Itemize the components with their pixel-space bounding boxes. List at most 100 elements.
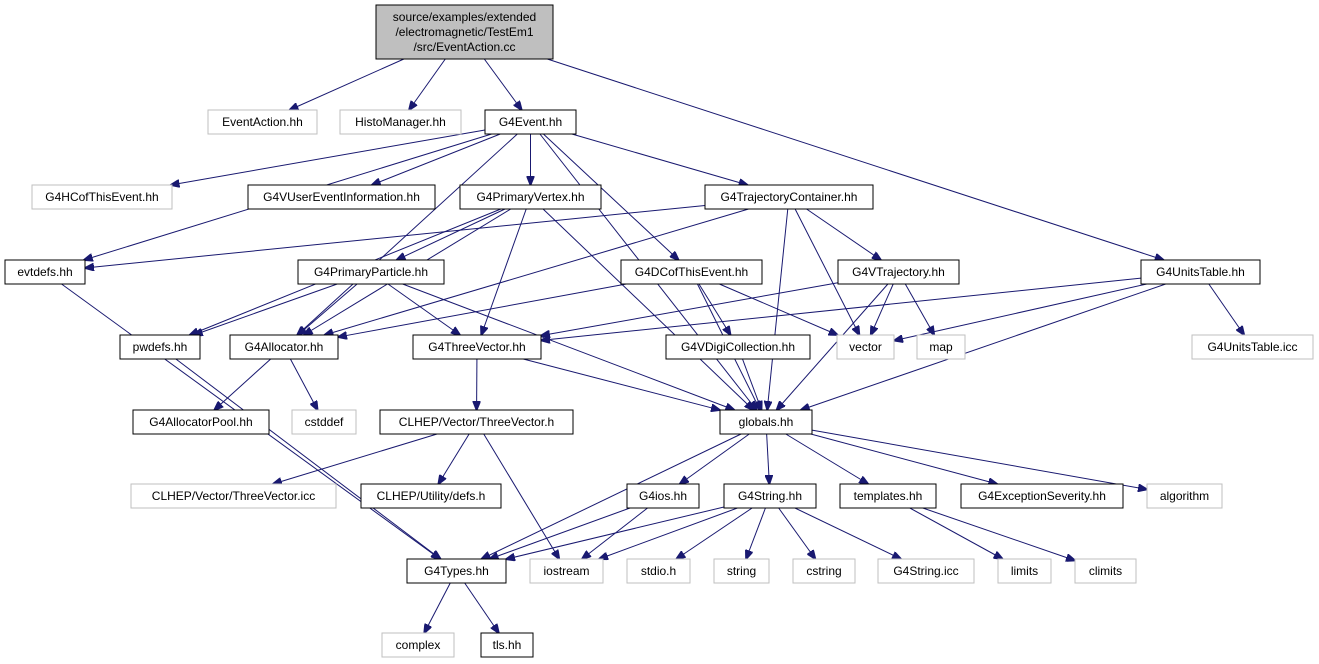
- node-stricc: G4String.icc: [877, 558, 975, 584]
- node-label-clhepdefs: CLHEP/Utility/defs.h: [377, 489, 486, 503]
- node-trajc[interactable]: G4TrajectoryContainer.hh: [704, 184, 874, 210]
- node-units[interactable]: G4UnitsTable.hh: [1140, 259, 1261, 285]
- node-box-climits: [1074, 558, 1137, 584]
- node-templ[interactable]: templates.hh: [839, 483, 937, 509]
- node-box-pvtx: [459, 184, 602, 210]
- node-clhepdefs[interactable]: CLHEP/Utility/defs.h: [360, 483, 502, 509]
- node-label-excsev: G4ExceptionSeverity.hh: [978, 489, 1106, 503]
- edge-trajc-to-evtdefs: [85, 204, 706, 268]
- node-evact: EventAction.hh: [207, 109, 318, 135]
- node-box-hcof: [31, 184, 173, 210]
- node-excsev[interactable]: G4ExceptionSeverity.hh: [960, 483, 1124, 509]
- edge-globals-to-types: [481, 433, 742, 559]
- edge-dcof-to-vector: [719, 283, 837, 335]
- node-box-templ: [839, 483, 937, 509]
- node-label-evact: EventAction.hh: [222, 115, 303, 129]
- edge-vtraj-to-vector: [871, 283, 894, 335]
- node-label-limits: limits: [1011, 564, 1038, 578]
- node-box-histo: [339, 109, 462, 135]
- node-types[interactable]: G4Types.hh: [406, 558, 507, 584]
- node-algo: algorithm: [1146, 483, 1223, 509]
- node-label-clhep3: CLHEP/Vector/ThreeVector.h: [399, 415, 554, 429]
- edge-globals-to-g4str: [767, 433, 770, 484]
- node-box-vtraj: [837, 259, 960, 285]
- node-tls[interactable]: tls.hh: [480, 632, 534, 658]
- edge-pvtx-to-globals: [542, 208, 753, 410]
- edge-root-to-g4event: [483, 58, 521, 110]
- node-g4str[interactable]: G4String.hh: [723, 483, 817, 509]
- node-label-vector: vector: [849, 340, 882, 354]
- edge-units-to-vector: [894, 283, 1148, 341]
- edge-g4str-to-string: [746, 507, 766, 559]
- edge-ppart-to-three: [387, 283, 460, 335]
- node-label-stdio: stdio.h: [641, 564, 676, 578]
- edge-templ-to-limits: [909, 507, 1003, 559]
- node-apool[interactable]: G4AllocatorPool.hh: [132, 409, 270, 435]
- edge-templ-to-climits: [922, 507, 1075, 560]
- node-g4event[interactable]: G4Event.hh: [484, 109, 577, 135]
- node-box-globals: [719, 409, 813, 435]
- node-globals[interactable]: globals.hh: [719, 409, 813, 435]
- node-label-three: G4ThreeVector.hh: [428, 340, 525, 354]
- edge-trajc-to-vector: [794, 208, 859, 335]
- node-box-trajc: [704, 184, 874, 210]
- edge-globals-to-excsev: [810, 433, 997, 484]
- node-box-apool: [132, 409, 270, 435]
- edge-vtraj-to-globals: [777, 283, 889, 410]
- edge-alloc-to-cstddef: [289, 358, 317, 410]
- node-pvtx[interactable]: G4PrimaryVertex.hh: [459, 184, 602, 210]
- node-label-pwdefs: pwdefs.hh: [133, 340, 188, 354]
- edge-g4str-to-iostream: [599, 507, 738, 559]
- node-box-three: [412, 334, 542, 360]
- edge-ppart-to-alloc: [298, 283, 358, 335]
- node-box-evtdefs: [4, 259, 86, 285]
- node-climits: climits: [1074, 558, 1137, 584]
- node-label-string: string: [727, 564, 756, 578]
- node-iostream: iostream: [529, 558, 604, 584]
- node-three[interactable]: G4ThreeVector.hh: [412, 334, 542, 360]
- node-box-iostream: [529, 558, 604, 584]
- node-dcof[interactable]: G4DCofThisEvent.hh: [620, 259, 763, 285]
- edge-trajc-to-vtraj: [806, 208, 881, 260]
- node-stdio: stdio.h: [626, 558, 691, 584]
- node-clhep3[interactable]: CLHEP/Vector/ThreeVector.h: [379, 409, 574, 435]
- node-label-pvtx: G4PrimaryVertex.hh: [476, 190, 584, 204]
- edge-units-to-three: [541, 277, 1142, 340]
- edge-units-to-unitsicc: [1208, 283, 1244, 335]
- edge-ppart-to-globals: [402, 283, 735, 410]
- node-label-vtraj: G4VTrajectory.hh: [852, 265, 945, 279]
- edge-g4event-to-dcof: [543, 133, 678, 260]
- node-ppart[interactable]: G4PrimaryParticle.hh: [297, 259, 445, 285]
- node-label-units: G4UnitsTable.hh: [1156, 265, 1245, 279]
- node-complex: complex: [381, 632, 455, 658]
- edge-g4str-to-cstring: [778, 507, 816, 559]
- node-evtdefs[interactable]: evtdefs.hh: [4, 259, 86, 285]
- node-hcof: G4HCofThisEvent.hh: [31, 184, 173, 210]
- edge-root-to-evact: [289, 58, 405, 110]
- node-vtraj[interactable]: G4VTrajectory.hh: [837, 259, 960, 285]
- node-box-types: [406, 558, 507, 584]
- node-box-root: [375, 4, 554, 60]
- node-box-complex: [381, 632, 455, 658]
- node-label-unitsicc: G4UnitsTable.icc: [1207, 340, 1297, 354]
- edge-g4event-to-alloc: [297, 133, 518, 335]
- node-label-g4str: G4String.hh: [738, 489, 802, 503]
- edge-dcof-to-alloc: [338, 283, 627, 337]
- node-unitsicc: G4UnitsTable.icc: [1191, 334, 1314, 360]
- node-vdigi[interactable]: G4VDigiCollection.hh: [665, 334, 811, 360]
- node-label-histo: HistoManager.hh: [355, 115, 446, 129]
- edge-types-to-tls: [464, 582, 499, 633]
- node-label-hcof: G4HCofThisEvent.hh: [45, 190, 158, 204]
- node-ios[interactable]: G4ios.hh: [626, 483, 700, 509]
- node-box-cstddef: [291, 409, 357, 435]
- node-label-clhep3icc: CLHEP/Vector/ThreeVector.icc: [152, 489, 315, 503]
- edge-three-to-globals: [523, 358, 720, 410]
- edge-g4str-to-types: [506, 506, 725, 559]
- node-alloc[interactable]: G4Allocator.hh: [229, 334, 339, 360]
- node-pwdefs[interactable]: pwdefs.hh: [119, 334, 201, 360]
- node-vuei[interactable]: G4VUserEventInformation.hh: [247, 184, 436, 210]
- node-box-algo: [1146, 483, 1223, 509]
- node-box-dcof: [620, 259, 763, 285]
- edge-root-to-histo: [409, 58, 446, 110]
- node-root[interactable]: source/examples/extended/electromagnetic…: [375, 4, 554, 60]
